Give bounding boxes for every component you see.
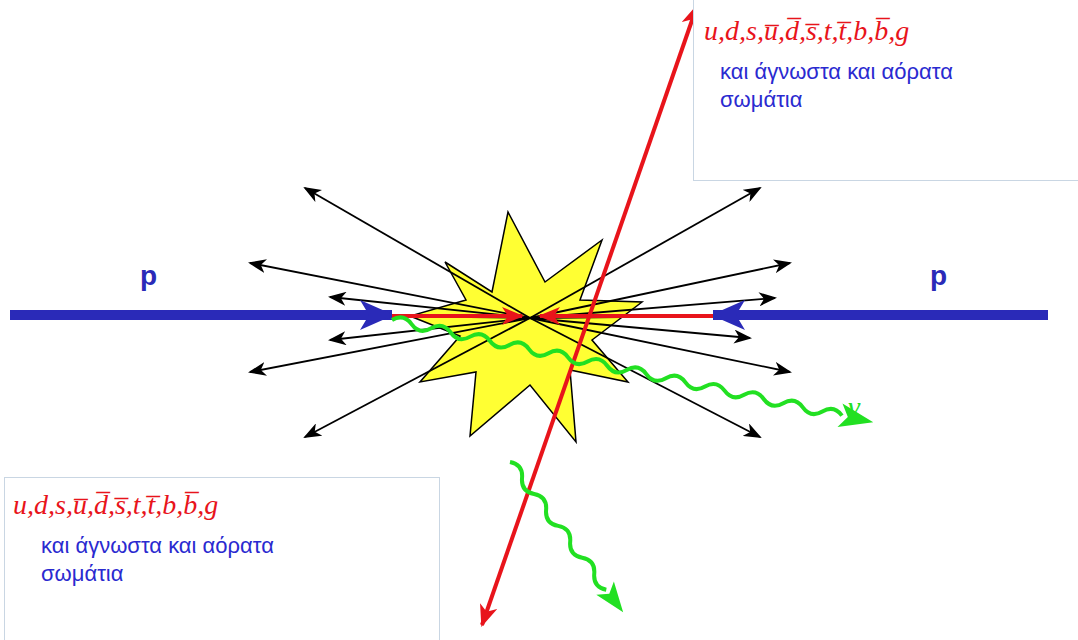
particle-list: u,d,s,u̅,d̅,s̅,t,t̅,b,b̅,g [13, 488, 429, 522]
note-text: και άγνωστα και αόρατα σωμάτια [41, 532, 311, 589]
photon-wave [501, 455, 632, 618]
photon-wave [390, 308, 876, 434]
particle-box: u,d,s,u̅,d̅,s̅,t,t̅,b,b̅,g και άγνωστα κα… [4, 477, 440, 640]
proton-beam [10, 310, 392, 320]
particle-box: u,d,s,u̅,d̅,s̅,t,t̅,b,b̅,g και άγνωστα κα… [693, 0, 1078, 181]
particle-list: u,d,s,u̅,d̅,s̅,t,t̅,b,b̅,g [704, 14, 1064, 48]
proton-label: p [140, 262, 157, 290]
proton-label: p [930, 262, 947, 290]
note-text: και άγνωστα και αόρατα σωμάτια [720, 58, 990, 115]
parton-arrow [540, 314, 713, 318]
proton-beam [713, 310, 1048, 320]
photon-label: γ [848, 392, 860, 422]
parton-arrow [392, 314, 522, 318]
outgoing-jet [482, 6, 697, 625]
